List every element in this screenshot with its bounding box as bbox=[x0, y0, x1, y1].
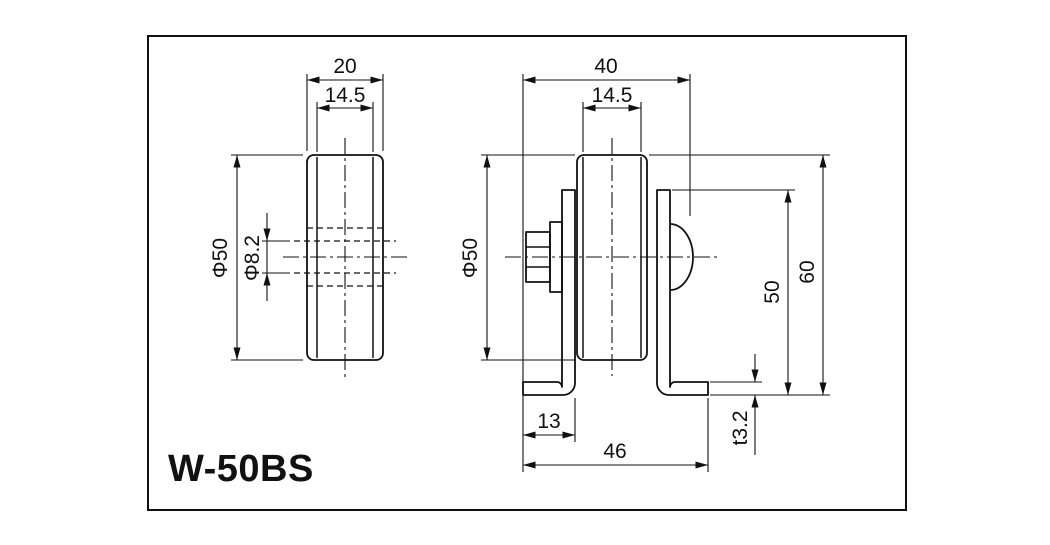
model-label: W-50BS bbox=[168, 448, 314, 490]
right-view: 40 14.5 Φ50 50 60 bbox=[459, 55, 830, 472]
dim-left-hub-width-group: 14.5 bbox=[316, 84, 374, 152]
left-view-center-lines bbox=[283, 138, 407, 377]
dim-overall-height: 60 bbox=[796, 260, 819, 283]
dim-left-bore: Φ8.2 bbox=[241, 235, 264, 281]
dim-foot-span-group: 46 bbox=[523, 398, 709, 472]
right-view-center-lines bbox=[505, 138, 718, 376]
dim-left-width-group: 20 bbox=[306, 55, 384, 151]
bracket-right-plate bbox=[656, 189, 709, 396]
dim-left-width: 20 bbox=[333, 55, 356, 78]
left-view: 20 14.5 Φ50 Φ8.2 bbox=[209, 55, 407, 377]
dim-right-hub-width-group: 14.5 bbox=[582, 84, 642, 152]
dim-plate-thickness-group: t3.2 bbox=[710, 354, 762, 455]
dim-right-diameter: Φ50 bbox=[459, 238, 482, 278]
dim-foot-offset: 13 bbox=[537, 410, 560, 433]
wheel-side-view bbox=[294, 154, 396, 361]
dim-foot-span: 46 bbox=[603, 440, 626, 463]
bracket-left-plate bbox=[522, 189, 576, 396]
dim-bracket-height: 50 bbox=[761, 280, 784, 303]
dim-plate-thickness: t3.2 bbox=[729, 410, 752, 445]
dim-foot-offset-group: 13 bbox=[523, 398, 576, 442]
dim-bracket-height-group: 50 bbox=[672, 189, 830, 396]
dim-overall-height-group: 60 bbox=[649, 154, 830, 395]
dim-left-bore-group: Φ8.2 bbox=[241, 213, 290, 301]
drawing-frame bbox=[147, 35, 907, 511]
dim-right-width-group: 40 bbox=[522, 55, 691, 472]
wheel-front-view bbox=[576, 154, 648, 361]
dim-right-width: 40 bbox=[594, 55, 617, 78]
axle-end-dome bbox=[669, 223, 694, 291]
dim-left-diameter: Φ50 bbox=[209, 238, 232, 278]
axle-nut-assembly bbox=[525, 221, 563, 293]
dim-right-hub-width: 14.5 bbox=[592, 84, 633, 107]
dim-right-diameter-group: Φ50 bbox=[459, 154, 575, 361]
dim-left-hub-width: 14.5 bbox=[325, 84, 366, 107]
dim-left-diameter-group: Φ50 bbox=[209, 154, 303, 361]
